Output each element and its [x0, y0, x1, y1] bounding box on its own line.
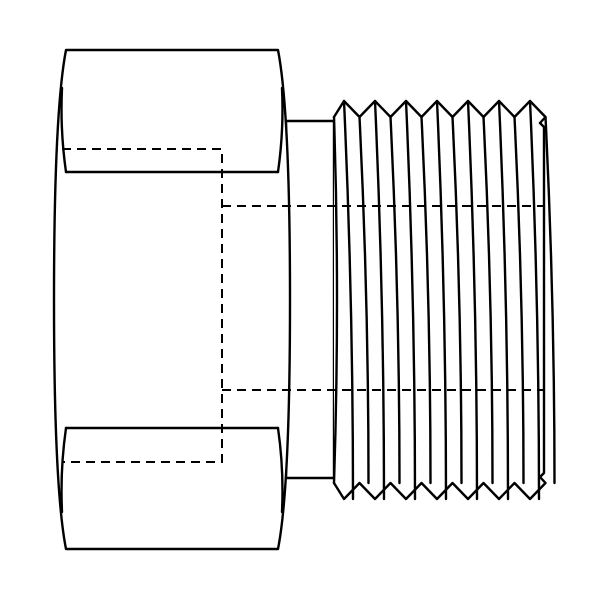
thread-root-line — [451, 115, 463, 485]
threaded-section — [332, 99, 556, 501]
thread-root-line — [544, 115, 556, 485]
thread-root-line — [482, 115, 494, 485]
thread-root-line — [420, 115, 432, 485]
thread-root-line — [389, 115, 401, 485]
hex-outline — [52, 48, 292, 551]
hidden-lines — [62, 148, 544, 463]
thread-root-line — [513, 115, 525, 485]
hidden-hex-bore — [62, 148, 223, 463]
neck — [284, 119, 336, 480]
thread-crest-line — [497, 99, 510, 501]
hex-lower-flat-left-curve — [60, 426, 68, 514]
thread-crest-line — [373, 99, 386, 501]
thread-end-face — [538, 121, 546, 479]
thread-root-line — [332, 115, 339, 485]
thread-crest-line — [435, 99, 448, 501]
thread-crest-line — [528, 99, 541, 501]
thread-crest-line — [342, 99, 355, 501]
thread-profile-bottom — [332, 475, 547, 501]
thread-body-fill — [334, 117, 540, 483]
thread-crest-line — [466, 99, 479, 501]
thread-profile-top — [332, 99, 547, 125]
hex-upper-flat-left-curve — [60, 86, 68, 174]
thread-crest-line — [404, 99, 417, 501]
hex-upper-flat-right-curve — [276, 86, 284, 174]
thread-root-line — [358, 115, 370, 485]
hex-lower-flat-right-curve — [276, 426, 284, 514]
hex-body — [52, 48, 292, 551]
neck-body — [284, 119, 336, 480]
